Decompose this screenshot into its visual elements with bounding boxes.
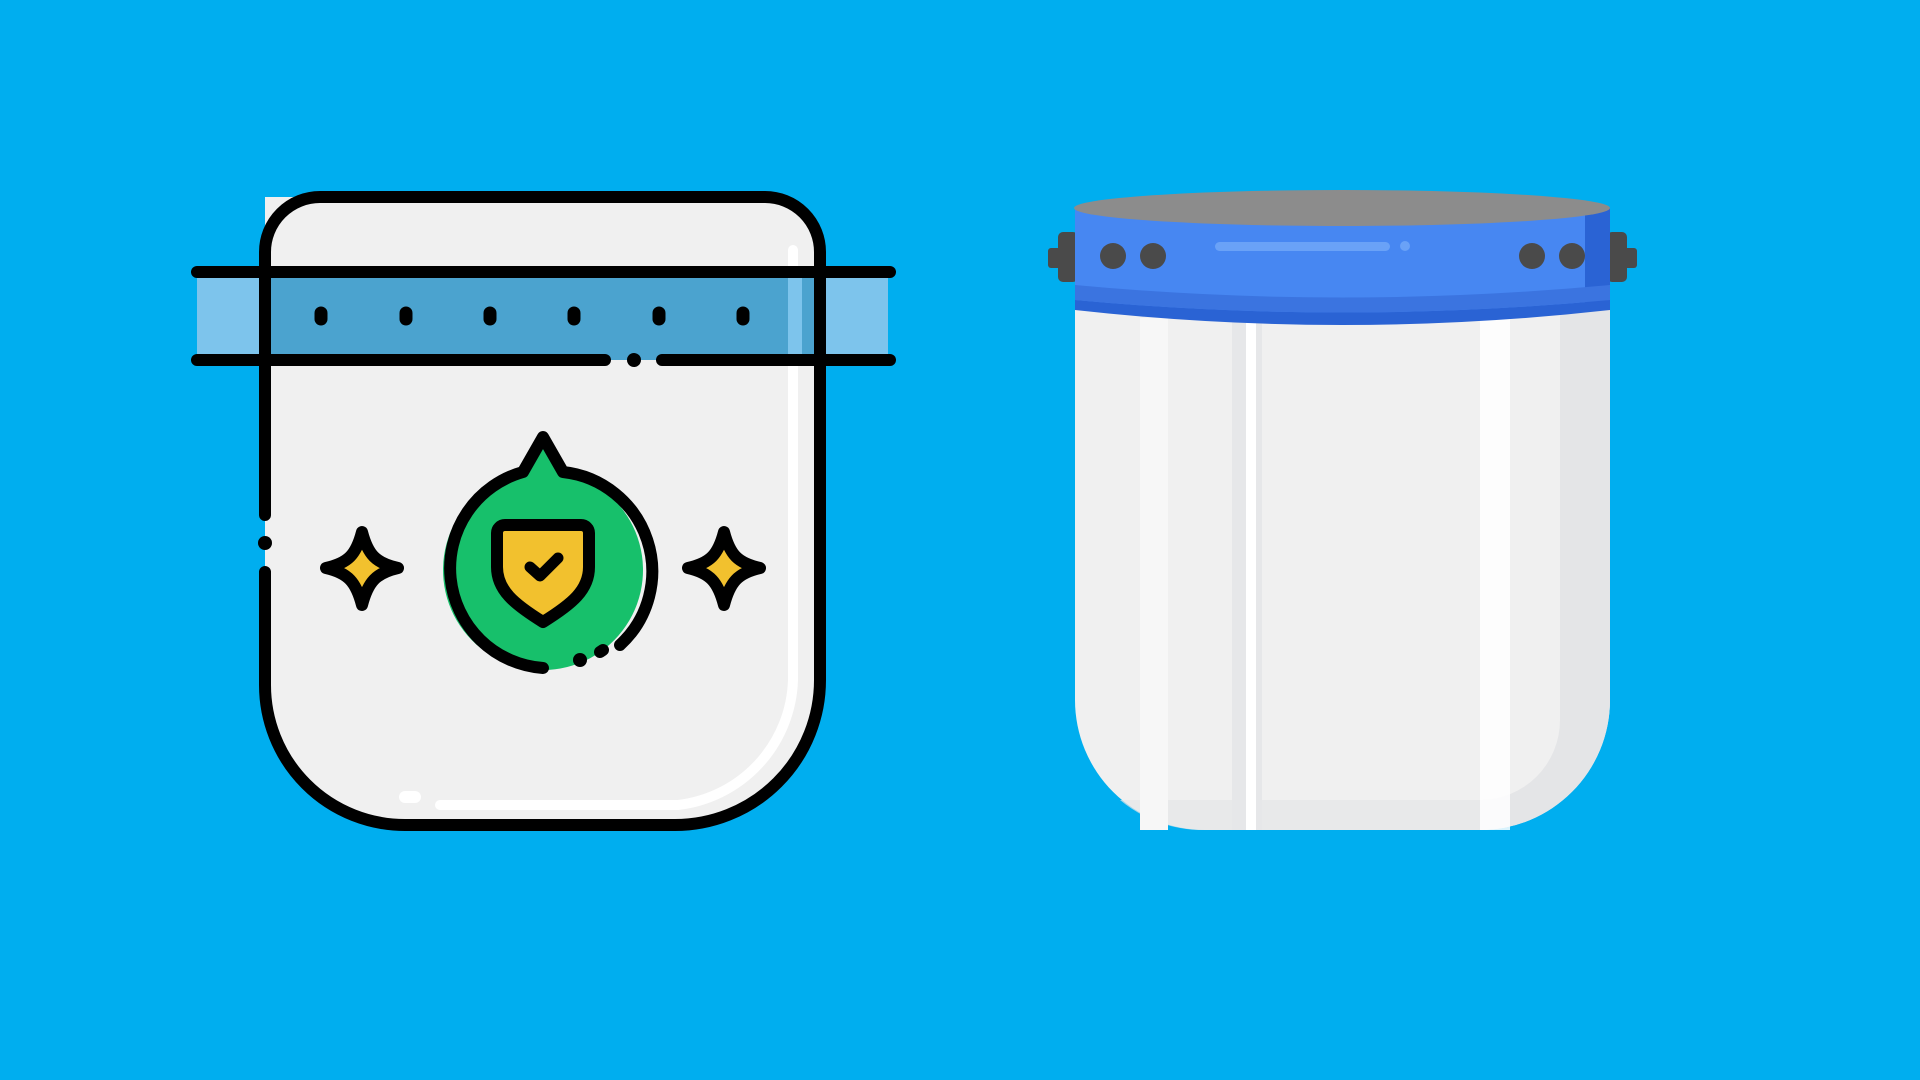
face-shield-flat-icon — [1048, 190, 1637, 831]
band-main — [265, 272, 820, 360]
top-cap — [1074, 190, 1610, 226]
visor-highlight-3 — [1246, 318, 1256, 830]
band-sheen-dot — [1400, 241, 1410, 251]
band-sheen — [788, 272, 802, 360]
visor-shade-bottom — [1120, 800, 1480, 831]
shield-check-icon — [491, 519, 595, 628]
visor-highlight-4 — [1480, 318, 1510, 830]
band-bolts — [1100, 243, 1585, 269]
visor-highlight-1 — [1140, 318, 1168, 830]
sparkle-left-icon — [320, 526, 404, 611]
band-sheen — [1215, 242, 1390, 251]
disinfected-badge-icon — [442, 431, 659, 674]
clip-left-body — [1058, 232, 1078, 282]
visor-highlight — [435, 245, 798, 810]
headband-right-shade — [1585, 208, 1610, 303]
clip-right-body — [1607, 232, 1627, 282]
visor-shade-right — [1480, 300, 1610, 830]
headband-lower-shade — [1075, 285, 1610, 313]
visor-body — [1075, 300, 1610, 830]
headband — [1075, 208, 1610, 313]
face-shield-disinfected-icon — [191, 191, 896, 831]
band-rivets — [314, 306, 750, 326]
band-right-tab — [820, 272, 888, 360]
band-left-tab — [197, 272, 265, 360]
sparkle-right-icon — [682, 526, 766, 611]
